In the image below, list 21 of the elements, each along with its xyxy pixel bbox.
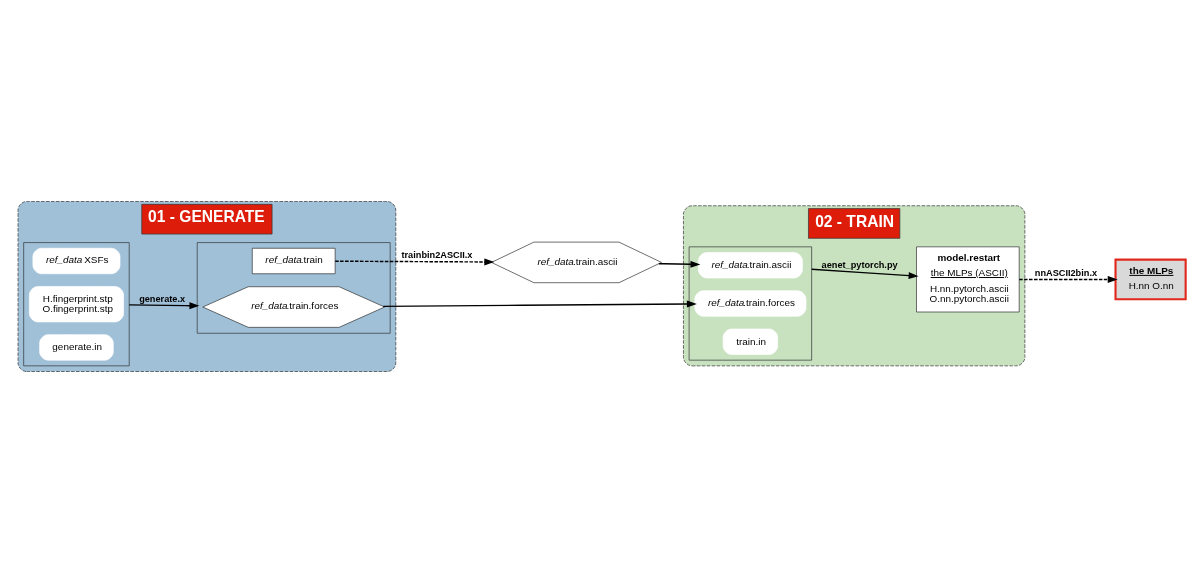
arrow	[334, 257, 495, 265]
cluster	[23, 241, 130, 366]
arrow	[128, 301, 200, 309]
edge-label: generate.x	[139, 293, 186, 304]
edge-label: nnASCII2bin.x	[1034, 267, 1098, 278]
node-box: ref_data.train	[251, 247, 336, 274]
edge-label: trainbin2ASCII.x	[401, 249, 473, 260]
node-box: ref_data XSFs	[32, 247, 121, 274]
arrow	[658, 260, 701, 268]
node-box: H.fingerprint.stp O.fingerprint.stp	[29, 285, 124, 322]
node-box: ref_data.train.forces	[694, 289, 807, 317]
node-box: model.restart the MLPs (ASCII) H.nn.pytorch.ascii O.nn.pytorch.ascii	[916, 245, 1020, 312]
arrow	[382, 300, 697, 307]
node-box: generate.in	[39, 333, 114, 361]
arrow	[810, 268, 919, 279]
node-box: train.in	[722, 328, 778, 355]
node-box: ref_data.train.ascii	[697, 251, 803, 278]
edge-label: aenet_pytorch.py	[821, 259, 898, 270]
node-box: the MLPs H.nn O.nn	[1114, 258, 1187, 300]
arrow	[1018, 275, 1118, 283]
cluster	[196, 241, 391, 334]
